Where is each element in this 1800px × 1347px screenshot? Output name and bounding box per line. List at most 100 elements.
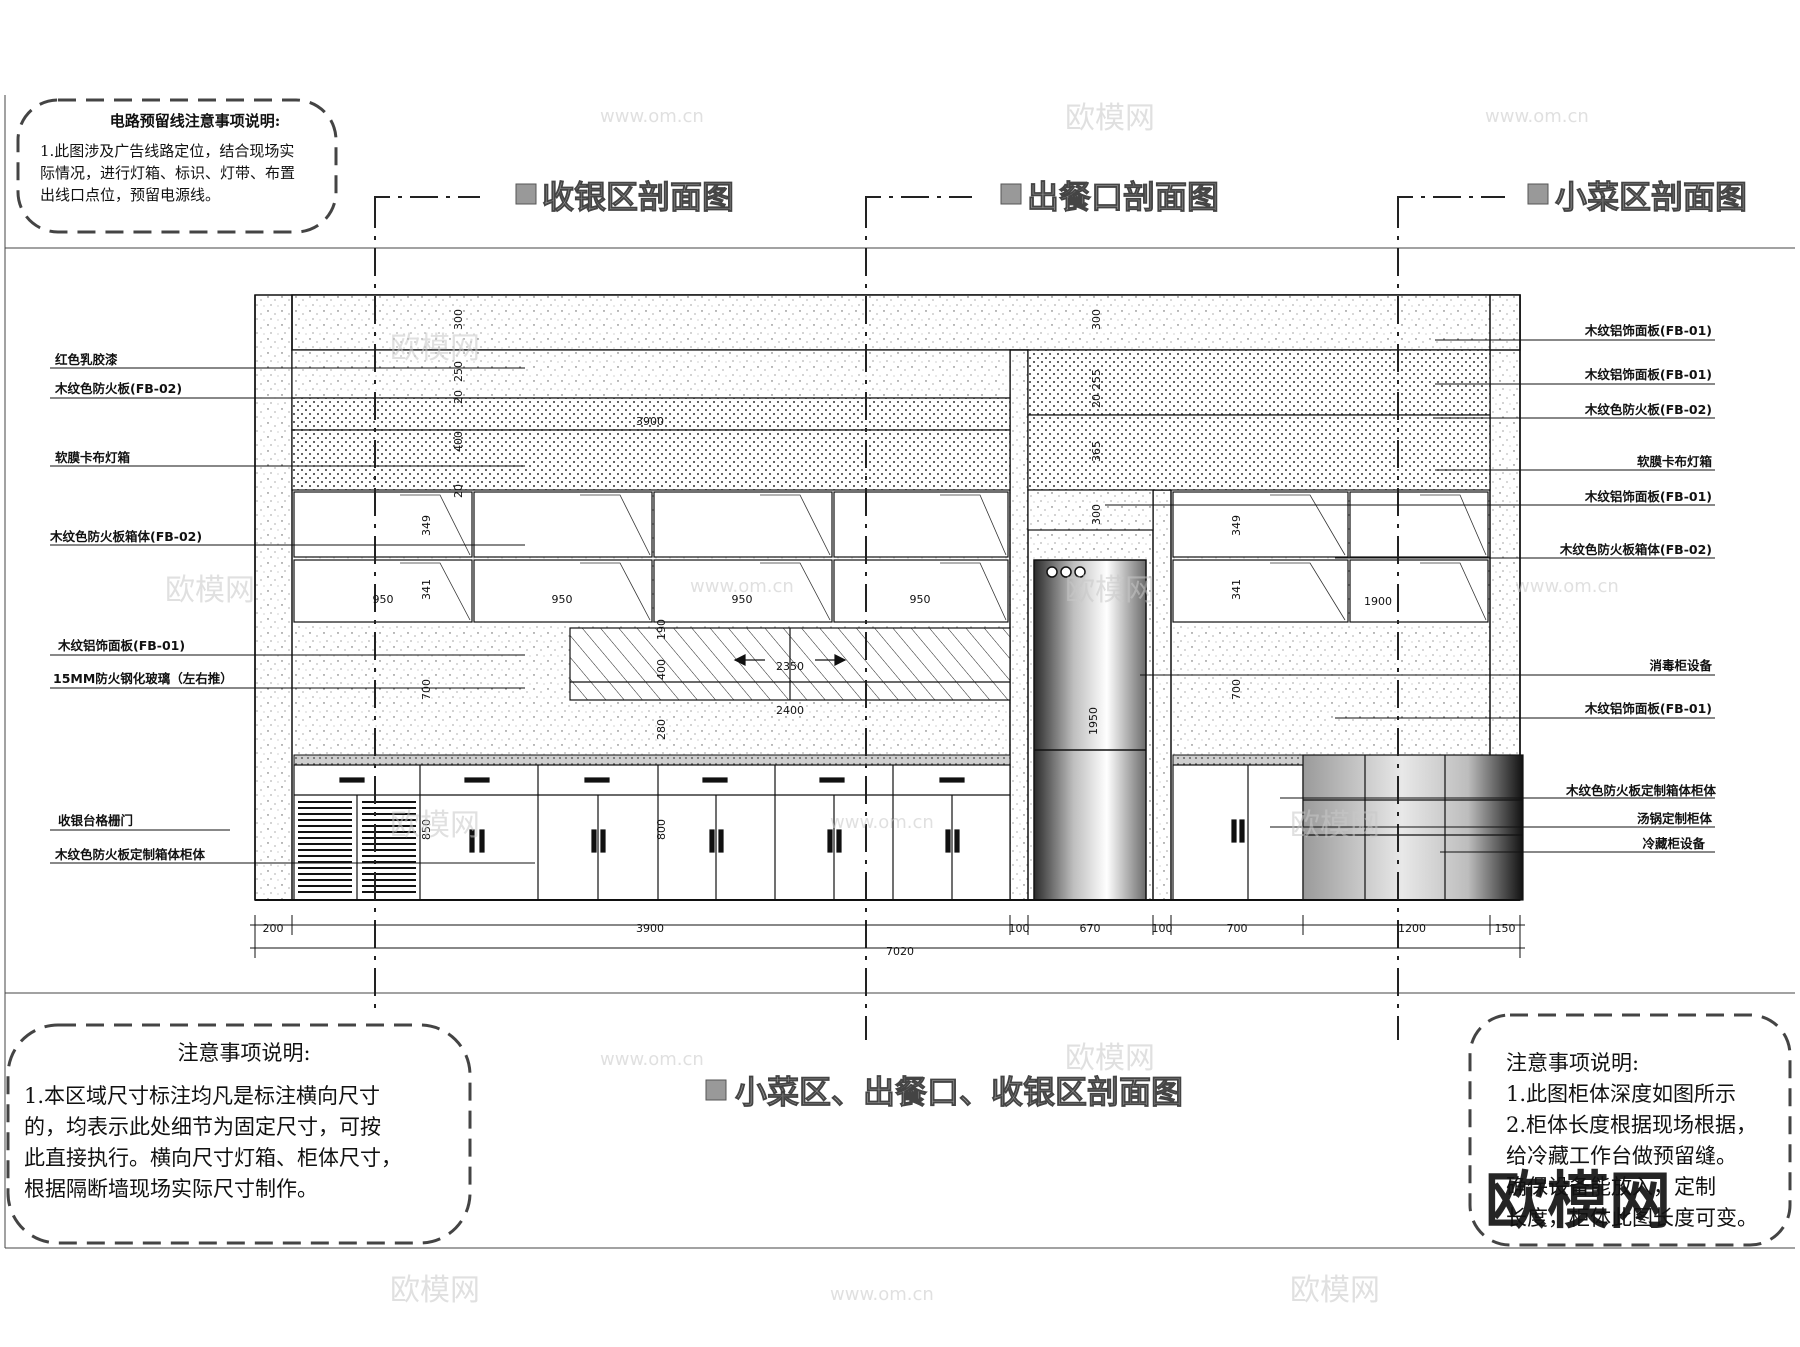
inner-dim-3900: 3900 [636, 415, 664, 428]
circuit-note-line-1: 1.此图涉及广告线路定位，结合现场实 [40, 142, 295, 160]
right-label-6: 木纹色防火板箱体(FB-02) [1559, 542, 1712, 557]
watermark-url-5: www.om.cn [830, 812, 934, 833]
vdim-mid-2: 255 [1090, 369, 1103, 390]
bottom-dim-100-a: 100 [1009, 922, 1030, 935]
right-label-5: 木纹铝饰面板(FB-01) [1584, 489, 1712, 504]
right-upper-bands [1027, 349, 1491, 531]
bottom-dim-670: 670 [1080, 922, 1101, 935]
right-label-9: 木纹色防火板定制箱体柜体 [1565, 783, 1717, 798]
vdim-mid-9: 400 [655, 659, 668, 680]
vdim-mid-8: 190 [655, 619, 668, 640]
vdim-left-1: 300 [452, 309, 465, 330]
left-label-6: 15MM防火钢化玻璃（左右推） [53, 671, 233, 686]
general-note-line-4: 根据隔断墙现场实际尺寸制作。 [24, 1177, 318, 1201]
general-note-line-2: 的，均表示此处细节为固定尺寸，可按 [24, 1115, 381, 1139]
watermark-url-1: www.om.cn [600, 106, 704, 127]
sheet-frame [4, 95, 1795, 1249]
inner-dim-950-a: 950 [373, 593, 394, 606]
watermark-logo-1: 欧模网 [1065, 101, 1155, 136]
section-cut-lines [374, 196, 1505, 1040]
vdim-left-5: 20 [452, 484, 465, 498]
watermark-logo-9: 欧模网 [1290, 1273, 1380, 1308]
vdim-left-13: 850 [420, 819, 433, 840]
left-label-4: 木纹色防火板箱体(FB-02) [49, 529, 202, 544]
lower-cabinets-right [1172, 764, 1304, 901]
inner-dim-1900: 1900 [1364, 595, 1392, 608]
circuit-note-line-3: 出线口点位，预留电源线。 [40, 186, 221, 204]
general-note-title: 注意事项说明: [177, 1041, 311, 1065]
left-label-8: 木纹色防火板定制箱体柜体 [54, 847, 206, 862]
watermark-url-4: www.om.cn [1515, 576, 1619, 597]
bottom-dim-700: 700 [1227, 922, 1248, 935]
vdim-right-4: 341 [1230, 579, 1243, 600]
bottom-dimension-lines [250, 915, 1525, 958]
right-label-2: 木纹铝饰面板(FB-01) [1584, 367, 1712, 382]
left-label-7: 收银台格栅门 [58, 813, 133, 828]
left-label-5: 木纹铝饰面板(FB-01) [57, 638, 185, 653]
vdim-mid-10: 280 [655, 719, 668, 740]
watermark-logo-2: 欧模网 [390, 331, 480, 366]
right-label-11: 冷藏柜设备 [1642, 836, 1705, 851]
brand-logo: 欧模网 [1485, 1164, 1671, 1237]
total-dim: 7020 [886, 945, 914, 958]
left-label-1: 红色乳胶漆 [55, 352, 118, 367]
general-note: 注意事项说明: 1.本区域尺寸标注均凡是标注横向尺寸 的，均表示此处细节为固定尺… [24, 1038, 464, 1205]
inner-dim-950-b: 950 [552, 593, 573, 606]
right-label-7: 消毒柜设备 [1649, 658, 1712, 673]
vdim-left-9: 341 [420, 579, 433, 600]
left-upper-bands [291, 349, 1011, 491]
right-label-1: 木纹铝饰面板(FB-01) [1584, 323, 1712, 338]
watermark-logo-8: 欧模网 [390, 1273, 480, 1308]
bottom-dim-3900: 3900 [636, 922, 664, 935]
bottom-dim-150: 150 [1495, 922, 1516, 935]
cabinet-note-title: 注意事项说明: [1506, 1051, 1640, 1075]
vdim-right-6: 700 [1230, 679, 1243, 700]
general-note-line-1: 1.本区域尺寸标注均凡是标注横向尺寸 [24, 1084, 381, 1108]
inner-dim-2400: 2400 [776, 704, 804, 717]
note-box-borders [6, 98, 1792, 1247]
bottom-dim-100-b: 100 [1152, 922, 1173, 935]
title-side-dish-section: 小菜区剖面图 [1555, 178, 1747, 216]
section-title-markers [515, 183, 1549, 1101]
cabinet-note: 注意事项说明: 1.此图柜体深度如图所示 2.柜体长度根据现场根据， 给冷藏工作… [1506, 1048, 1796, 1234]
inner-dim-950-c: 950 [732, 593, 753, 606]
right-leader-lines [1105, 339, 1715, 853]
circuit-note-line-2: 际情况，进行灯箱、标识、灯带、布置 [40, 164, 296, 182]
watermark-logo-5: 欧模网 [390, 808, 480, 843]
title-serving-section: 出餐口剖面图 [1027, 178, 1219, 216]
inner-dim-2350: 2350 [776, 660, 804, 673]
right-label-3: 木纹色防火板(FB-02) [1584, 402, 1712, 417]
cabinet-note-line-2: 2.柜体长度根据现场根据， [1506, 1113, 1758, 1137]
serving-glass [569, 627, 1011, 701]
vdim-right-2: 349 [1230, 515, 1243, 536]
right-label-4: 软膜卡布灯箱 [1637, 454, 1713, 469]
cabinet-note-line-3: 给冷藏工作台做预留缝。 [1506, 1144, 1737, 1168]
vdim-mid-4: 365 [1090, 441, 1103, 462]
circuit-note: 电路预留线注意事项说明: 1.此图涉及广告线路定位，结合现场实 际情况，进行灯箱… [40, 110, 330, 206]
watermark-url-7: www.om.cn [830, 1284, 934, 1305]
vdim-mid-11: 800 [655, 819, 668, 840]
left-leader-lines [50, 367, 535, 864]
left-display-cabinets [293, 491, 1009, 623]
right-label-10: 汤锅定制柜体 [1637, 811, 1713, 826]
watermark-url-3: www.om.cn [690, 576, 794, 597]
bottom-dim-200: 200 [263, 922, 284, 935]
watermark-logo-6: 欧模网 [1290, 808, 1380, 843]
vdim-left-3: 20 [452, 390, 465, 404]
cabinet-note-line-4: 确保设备能放入，定制 [1506, 1175, 1716, 1199]
watermark-logo-3: 欧模网 [165, 573, 255, 608]
vdim-mid-3: 20 [1090, 394, 1103, 408]
vdim-left-2: 250 [452, 361, 465, 382]
vdim-left-4: 400 [452, 431, 465, 452]
watermark-logo-7: 欧模网 [1065, 1041, 1155, 1076]
left-label-2: 木纹色防火板(FB-02) [54, 381, 182, 396]
inner-dim-950-d: 950 [910, 593, 931, 606]
title-main-section: 小菜区、出餐口、收银区剖面图 [735, 1073, 1183, 1111]
circuit-note-title: 电路预留线注意事项说明: [109, 112, 281, 130]
title-cashier-section: 收银区剖面图 [542, 178, 734, 216]
right-display-cabinets [1172, 491, 1489, 623]
left-label-3: 软膜卡布灯箱 [55, 450, 131, 465]
cabinet-note-line-1: 1.此图柜体深度如图所示 [1506, 1082, 1737, 1106]
general-note-line-3: 此直接执行。横向尺寸灯箱、柜体尺寸， [24, 1146, 402, 1170]
